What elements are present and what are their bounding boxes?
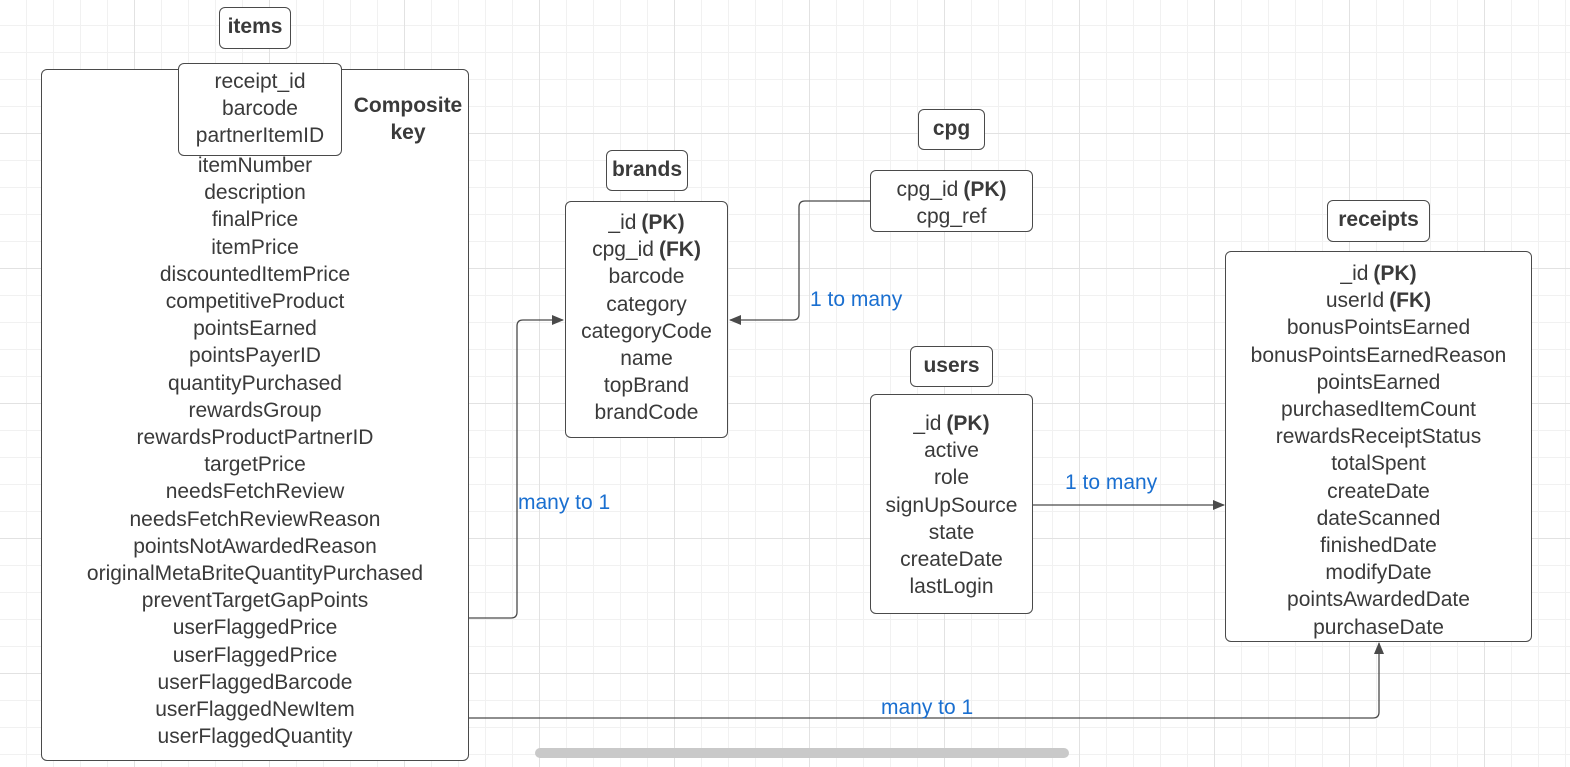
field: brandCode (594, 401, 699, 425)
composite-key-label: Composite key (353, 94, 463, 144)
field: itemNumber (197, 154, 313, 177)
composite-key-fields: receipt_id barcode partnerItemID (179, 68, 341, 150)
field: finalPrice (211, 208, 299, 232)
field: cpg_id(PK) (896, 178, 1007, 201)
field: pointsPayerID (189, 344, 321, 368)
items-field-list: itemNumber description finalPrice itemPr… (42, 152, 468, 750)
users-title: users (923, 354, 980, 377)
field: userFlaggedPrice (172, 616, 338, 640)
field: totalSpent (1331, 452, 1426, 476)
brands-table[interactable]: _id(PK) cpg_id(FK) barcode category cate… (565, 201, 728, 438)
horizontal-scrollbar[interactable] (535, 748, 1069, 758)
field: state (928, 520, 975, 544)
field: createDate (1327, 479, 1430, 503)
field: rewardsGroup (188, 398, 322, 422)
field: finishedDate (1320, 534, 1437, 558)
field: active (924, 439, 979, 463)
items-table[interactable]: itemNumber description finalPrice itemPr… (41, 69, 469, 761)
field: createDate (900, 548, 1003, 572)
users-field-list: _id(PK) active role signUpSource state c… (871, 410, 1032, 600)
composite-key-box[interactable]: receipt_id barcode partnerItemID (178, 63, 342, 156)
receipts-table[interactable]: _id(PK) userId(FK) bonusPointsEarned bon… (1225, 251, 1532, 642)
field: userFlaggedNewItem (155, 698, 355, 722)
field: pointsAwardedDate (1287, 588, 1470, 612)
field: _id(PK) (1340, 262, 1417, 285)
field: originalMetaBriteQuantityPurchased (86, 562, 424, 586)
field: _id(PK) (608, 211, 685, 234)
field: purchaseDate (1313, 615, 1444, 639)
field: pointsNotAwardedReason (133, 534, 377, 558)
field: cpg_ref (916, 205, 987, 229)
field: bonusPointsEarned (1286, 316, 1471, 340)
field: barcode (608, 265, 685, 289)
field: preventTargetGapPoints (141, 589, 369, 613)
field: bonusPointsEarnedReason (1250, 343, 1507, 367)
field: barcode (222, 97, 298, 121)
field: userFlaggedQuantity (157, 725, 353, 749)
field: userFlaggedBarcode (157, 670, 353, 694)
users-receipts-label: 1 to many (1065, 471, 1158, 494)
brands-field-list: _id(PK) cpg_id(FK) barcode category cate… (566, 209, 727, 427)
field: needsFetchReview (165, 480, 345, 504)
field: role (933, 466, 970, 490)
items-title: items (227, 15, 283, 38)
field: discountedItemPrice (159, 262, 351, 286)
items-brands-label: many to 1 (518, 491, 611, 514)
cpg-title: cpg (932, 117, 971, 140)
field: name (620, 347, 673, 371)
users-title-box[interactable]: users (910, 346, 993, 387)
field: categoryCode (581, 319, 712, 343)
items-receipts-connector[interactable] (468, 642, 1384, 719)
field: quantityPurchased (168, 371, 342, 395)
items-receipts-label: many to 1 (881, 696, 974, 719)
field: rewardsProductPartnerID (136, 426, 374, 450)
field: purchasedItemCount (1281, 398, 1476, 422)
field: rewardsReceiptStatus (1275, 425, 1482, 449)
field: itemPrice (211, 235, 299, 259)
receipts-field-list: _id(PK) userId(FK) bonusPointsEarned bon… (1226, 260, 1531, 641)
field: needsFetchReviewReason (129, 507, 381, 531)
field: topBrand (603, 374, 690, 398)
brands-title: brands (611, 158, 682, 181)
cpg-table[interactable]: cpg_id(PK) cpg_ref (870, 170, 1033, 232)
field: lastLogin (909, 575, 994, 599)
field: pointsEarned (193, 317, 317, 341)
field: category (606, 292, 687, 316)
brands-title-box[interactable]: brands (606, 150, 688, 191)
field: dateScanned (1316, 506, 1441, 530)
field: modifyDate (1325, 561, 1432, 585)
cpg-brands-connector[interactable] (729, 200, 870, 325)
items-brands-connector[interactable] (468, 315, 564, 619)
field: competitiveProduct (165, 290, 345, 314)
field: _id(PK) (913, 412, 990, 435)
cpg-title-box[interactable]: cpg (918, 109, 985, 150)
field: partnerItemID (195, 124, 325, 148)
field: userId(FK) (1325, 289, 1432, 313)
items-title-box[interactable]: items (219, 7, 291, 49)
cpg-field-list: cpg_id(PK) cpg_ref (871, 176, 1032, 230)
field: cpg_id(FK) (592, 238, 701, 262)
cpg-brands-label: 1 to many (810, 288, 903, 311)
field: userFlaggedPrice (172, 643, 338, 667)
receipts-title: receipts (1338, 208, 1419, 231)
field: signUpSource (885, 493, 1018, 517)
field: pointsEarned (1316, 370, 1441, 394)
field: targetPrice (204, 453, 306, 477)
receipts-title-box[interactable]: receipts (1327, 200, 1430, 242)
field: receipt_id (214, 70, 306, 93)
field: description (204, 181, 306, 205)
users-table[interactable]: _id(PK) active role signUpSource state c… (870, 394, 1033, 614)
